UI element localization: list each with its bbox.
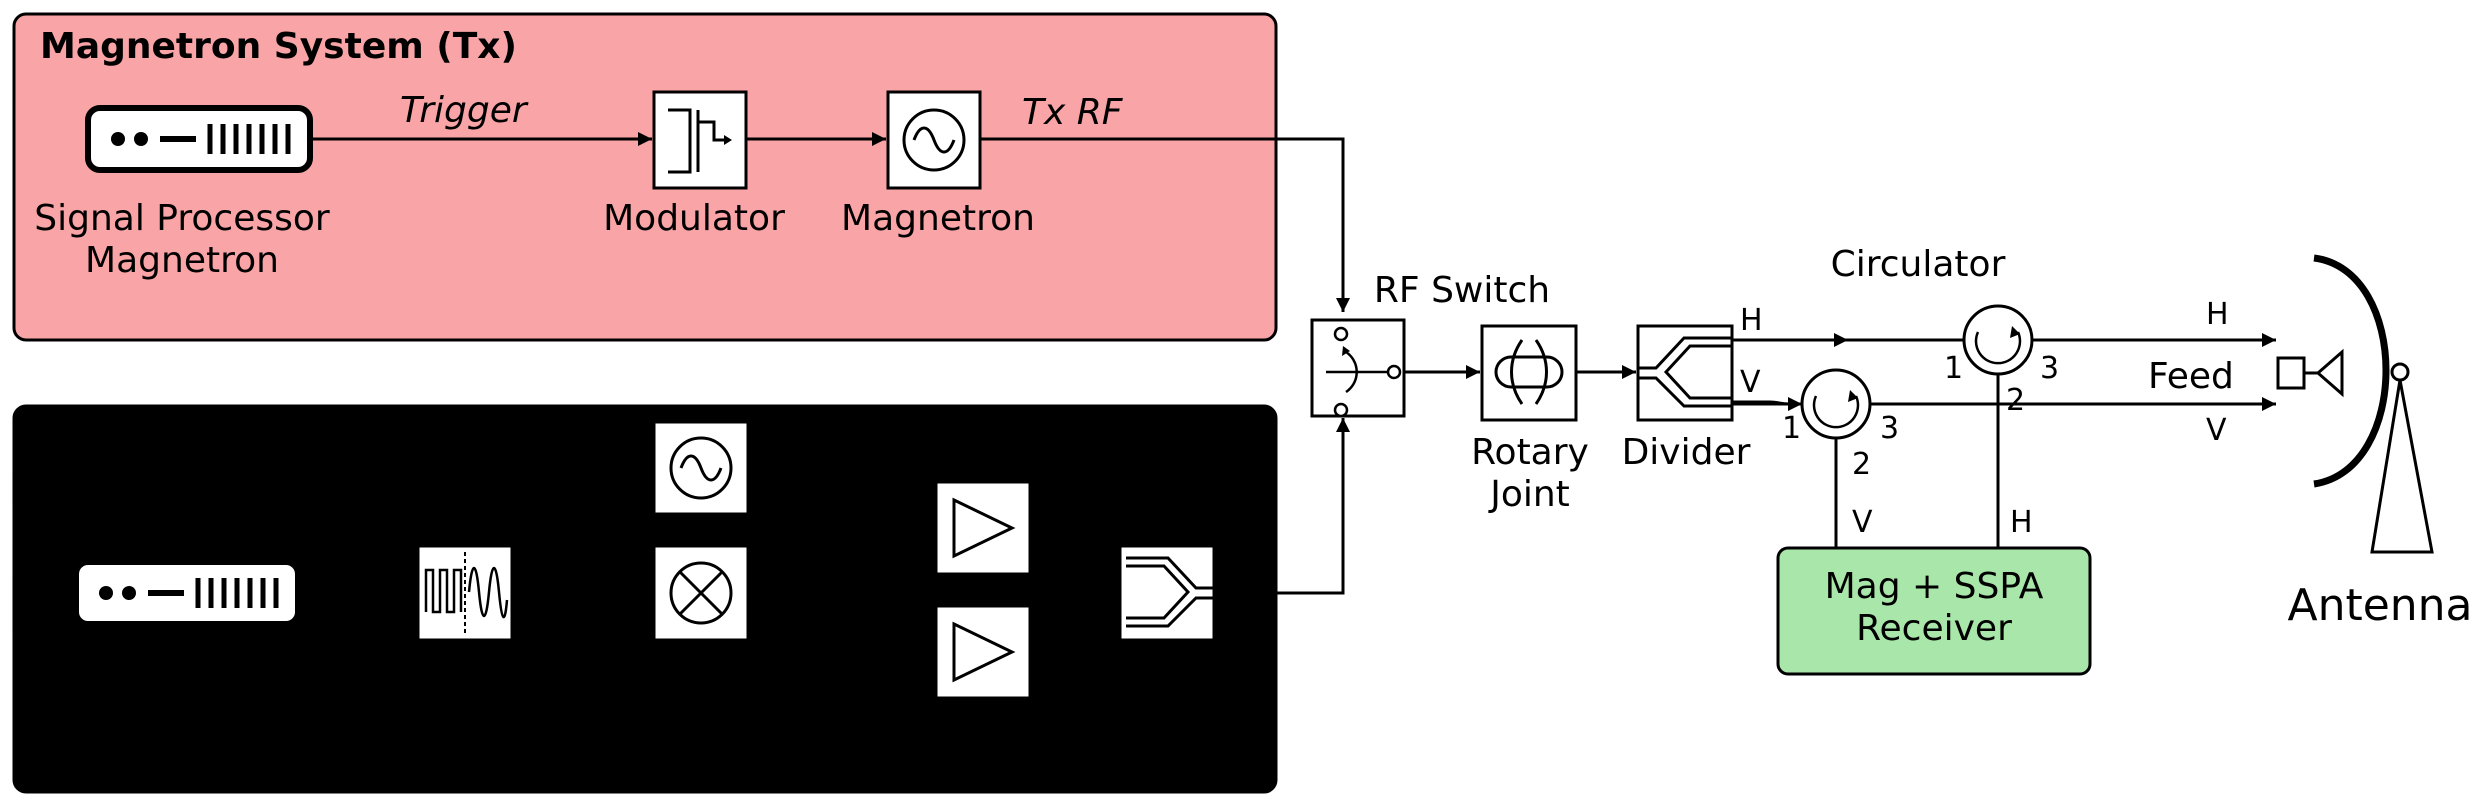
divider-block: Divider — [1622, 324, 1751, 473]
magnetron-system-panel: Magnetron System (Tx) — [12, 12, 1278, 342]
split-upper-wire — [858, 521, 934, 593]
modulator-icon — [652, 90, 748, 190]
mixer-icon — [669, 561, 733, 625]
oscillator-icon — [902, 108, 966, 172]
split-lower-wire — [858, 593, 934, 659]
circ-v-port1: 1 — [1782, 411, 1801, 446]
circ-h-port3: 3 — [2040, 351, 2059, 386]
sp-mag-label-line2: Magnetron — [85, 240, 279, 281]
combiner-label: Combiner — [1091, 648, 1266, 689]
divider-icon — [1638, 336, 1732, 408]
amp-lower-to-combiner-wire — [1030, 622, 1120, 654]
receiver-label-line2: Receiver — [1856, 608, 2012, 649]
tx-dac-block: Tx DAC — [398, 544, 530, 692]
circ-v-port3: 3 — [1880, 411, 1899, 446]
feed-h-label: H — [2206, 297, 2229, 332]
tx-lo-label: Tx LO — [765, 450, 868, 491]
rx-v-label: V — [1852, 505, 1873, 540]
receiver-panel-bg — [1776, 546, 2092, 676]
combiner-to-switch-wire — [1214, 418, 1350, 595]
amp-upper-to-combiner-wire — [1030, 526, 1120, 560]
tx-dac-label: Tx DAC — [398, 651, 530, 692]
circ-h-port2: 2 — [2006, 383, 2025, 418]
ssa-panel-title: SSPA System (Tx) — [40, 418, 397, 459]
mag-tx-rf-label: Tx RF — [1022, 92, 1124, 133]
feed-block: Feed — [2148, 348, 2344, 398]
oscillator-icon — [669, 436, 733, 500]
sp-mag-label-line1: Signal Processor — [34, 198, 330, 239]
magnetron-block: Magnetron — [841, 90, 1035, 239]
antenna-dish-icon — [2313, 254, 2434, 554]
magnetron-label: Magnetron — [841, 198, 1035, 239]
circulator-icon — [1962, 304, 2034, 376]
antenna: Antenna — [2287, 254, 2472, 631]
rx-h-label: H — [2010, 505, 2033, 540]
ssa-module-lower — [934, 604, 1032, 700]
sp-ssa-label-line1: Signal Processor — [34, 651, 330, 692]
amplifier-icon — [952, 497, 1016, 559]
ssa-modules-label-line1: SSPA — [937, 710, 1027, 751]
circ-h-port1: 1 — [1944, 351, 1963, 386]
feed-horn-icon — [2276, 348, 2344, 398]
rotary-joint-block: Rotary Joint — [1471, 324, 1589, 515]
rotary-label-line2: Joint — [1488, 474, 1570, 515]
circulator-icon — [1800, 368, 1872, 440]
signal-processor-icon — [85, 105, 313, 173]
circulator-v: 1 2 3 — [1782, 368, 1899, 482]
trigger-label: Trigger — [400, 90, 529, 131]
combiner-icon — [1126, 556, 1214, 628]
rotary-label-line1: Rotary — [1471, 432, 1589, 473]
sp-ssa-label-line2: SSPA — [137, 693, 227, 734]
rf-switch-icon — [1326, 326, 1402, 418]
receiver-block: Mag + SSPA Receiver — [1776, 546, 2092, 676]
tx-if-label: Tx IF — [528, 546, 615, 587]
divider-v-label: V — [1740, 365, 1761, 400]
amplifier-icon — [952, 621, 1016, 683]
dac-icon — [424, 552, 509, 634]
magnetron-panel-title: Magnetron System (Tx) — [40, 26, 517, 67]
modulator-block: Modulator — [603, 90, 785, 239]
upconverter-block: Tx Upconverter — [588, 544, 812, 735]
circ-v-port2: 2 — [1852, 447, 1871, 482]
ssa-tx-rf-label: Tx RF — [756, 546, 858, 587]
rf-switch-label: RF Switch — [1374, 270, 1550, 311]
divider-label: Divider — [1622, 432, 1751, 473]
feed-v-label: V — [2206, 413, 2227, 448]
tx-lo-block: Tx LO — [652, 420, 868, 516]
divider-h-label: H — [1740, 303, 1763, 338]
antenna-label: Antenna — [2287, 580, 2472, 631]
upconv-label-line2: Upconverter — [588, 694, 811, 735]
receiver-label-line1: Mag + SSPA — [1825, 566, 2044, 607]
signal-processor-ssa: Signal Processor SSPA — [34, 559, 330, 734]
ssa-modules-label-line2: Modules — [907, 752, 1057, 793]
mag-tx-rf-wire — [980, 137, 1350, 312]
ssa-module-upper — [934, 480, 1032, 576]
rf-switch-block: RF Switch — [1310, 270, 1550, 418]
signal-processor-icon — [73, 559, 301, 627]
circulator-label: Circulator — [1831, 244, 2006, 285]
upconv-label-line1: Tx — [677, 652, 721, 693]
feed-label: Feed — [2148, 356, 2234, 397]
modulator-label: Modulator — [603, 198, 785, 239]
circulator-h: 1 2 3 Circulator — [1831, 244, 2059, 418]
rotary-joint-icon — [1494, 339, 1564, 405]
